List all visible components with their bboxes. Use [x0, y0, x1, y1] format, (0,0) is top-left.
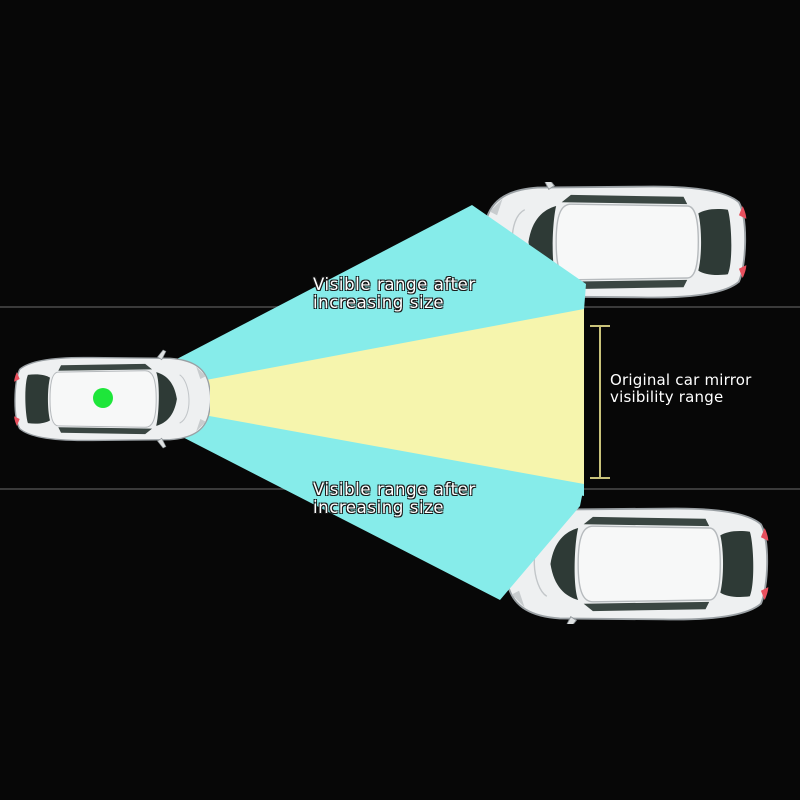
mirror-point [93, 388, 113, 408]
original-label-line-2: visibility range [610, 387, 724, 406]
upper-label-line-1: Visible range after [313, 275, 476, 294]
original-label-line-1: Original car mirror [610, 371, 752, 389]
extended-range-lower [104, 399, 584, 600]
original-range-label: Original car mirror visibility range [610, 372, 752, 405]
lower-label-line-1: Visible range after [313, 480, 476, 499]
original-range-bracket [590, 325, 610, 479]
lower-label-line-2: increasing size [313, 498, 445, 518]
upper-label-line-2: increasing size [313, 293, 445, 313]
extended-range-upper [104, 205, 586, 397]
upper-extended-range-label: Visible range after increasing size [313, 275, 476, 313]
lower-extended-range-label: Visible range after increasing size [313, 480, 476, 518]
original-range [110, 309, 584, 484]
